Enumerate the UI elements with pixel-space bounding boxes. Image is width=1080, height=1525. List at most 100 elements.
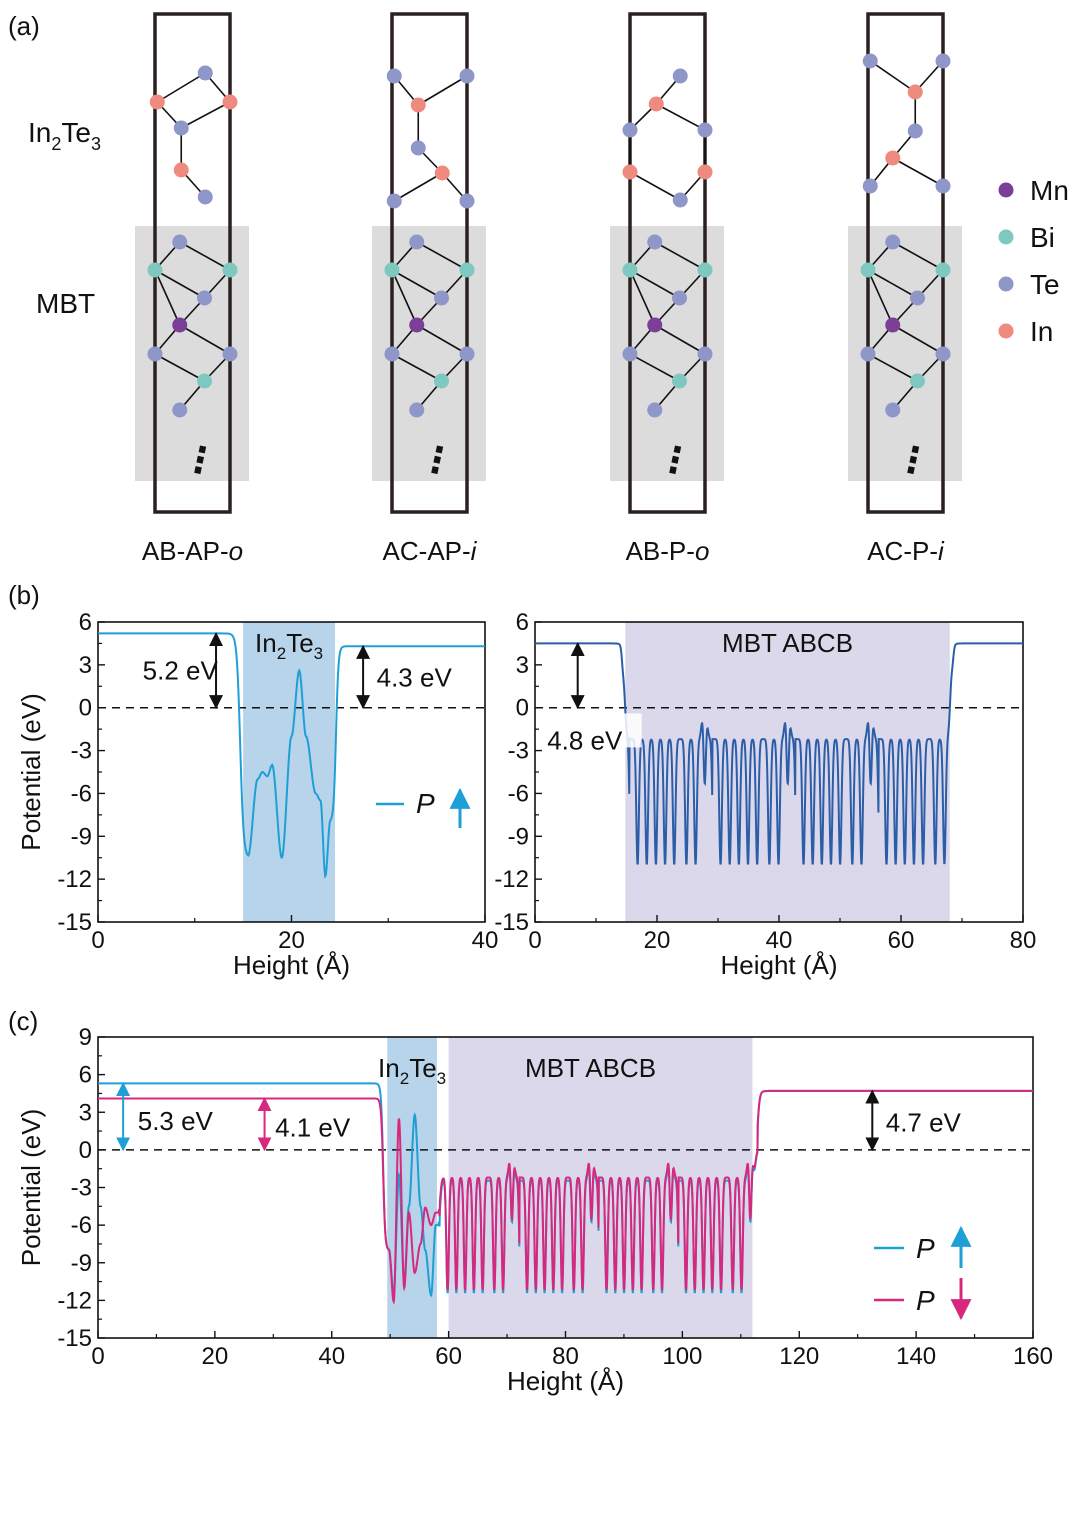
atom-te	[697, 346, 713, 362]
y-tick-label: -3	[71, 1175, 92, 1202]
work-function-label-p-up: 5.3 eV	[138, 1106, 214, 1136]
x-tick-label: 40	[318, 1343, 345, 1370]
atom-te	[172, 234, 188, 250]
mbt-bond	[654, 241, 706, 271]
atom-bi	[860, 262, 876, 278]
mbt-bond	[867, 353, 918, 382]
x-tick-label: 160	[1013, 1343, 1053, 1370]
atom-te	[172, 402, 188, 418]
x-tick-label: 120	[779, 1343, 819, 1370]
y-tick-label: -6	[71, 1212, 92, 1239]
y-tick-label: -12	[57, 1287, 92, 1314]
mbt-bond	[154, 269, 205, 299]
y-axis-label: Potential (eV)	[16, 693, 46, 851]
potential-line-mbt	[535, 642, 1023, 865]
atom-bi	[222, 262, 238, 278]
atom-te	[384, 346, 400, 362]
atom-in	[697, 164, 713, 180]
x-axis-label: Height (Å)	[720, 950, 837, 980]
atom-te	[409, 234, 425, 250]
panel-b-label: (b)	[8, 580, 40, 610]
x-tick-label: 40	[472, 927, 499, 954]
atom-in	[434, 165, 450, 181]
mbt-bond	[179, 324, 231, 355]
y-tick-label: 3	[79, 1099, 92, 1126]
atom-te	[459, 193, 475, 209]
x-axis-label: Height (Å)	[507, 1366, 624, 1396]
y-tick-label: -15	[494, 909, 529, 936]
mbt-bond	[629, 269, 656, 326]
in2te3-bond	[655, 103, 706, 131]
atom-in	[149, 94, 165, 110]
atom-te	[622, 346, 638, 362]
x-tick-label: 60	[435, 1343, 462, 1370]
atom-te	[885, 234, 901, 250]
structure-diagrams: ⋮AB-AP-o⋮AC-AP-i⋮AB-P-o⋮AC-P-i	[135, 12, 962, 566]
legend-label-in: In	[1030, 316, 1053, 347]
atom-in	[885, 150, 901, 166]
y-tick-label: -3	[71, 738, 92, 765]
y-tick-label: -9	[71, 1250, 92, 1277]
legend-label-mn: Mn	[1030, 175, 1069, 206]
atom-te	[647, 234, 663, 250]
y-tick-label: 3	[516, 652, 529, 679]
mbt-bond	[154, 269, 181, 326]
legend-swatch-mn	[998, 182, 1014, 198]
panel-c-label: (c)	[8, 1006, 38, 1036]
structure-4: ⋮AC-P-i	[848, 12, 962, 566]
atom-bi	[459, 262, 475, 278]
in2te3-bond	[417, 75, 468, 106]
ellipsis: ⋮	[653, 436, 697, 484]
atom-te	[222, 346, 238, 362]
region-label-in2te3: In2Te3	[255, 628, 323, 663]
legend-label-p-up: P	[416, 788, 435, 819]
ellipsis: ⋮	[178, 436, 222, 484]
in2te3-bond	[629, 171, 681, 201]
structure-label: AC-AP-i	[383, 536, 478, 566]
work-function-label: 5.2 eV	[143, 656, 219, 686]
atom-in	[173, 162, 189, 178]
atom-bi	[197, 373, 212, 389]
in2te3-bond	[393, 172, 443, 202]
atom-te	[907, 123, 923, 139]
layer-label-in2te3: In2Te3	[28, 117, 101, 154]
atom-te	[910, 290, 925, 306]
panel-a: (a) In2Te3 MBT ⋮AB-AP-o⋮AC-AP-i⋮AB-P-o⋮A…	[8, 11, 1069, 566]
y-axis-label: Potential (eV)	[16, 1109, 46, 1267]
y-tick-label: 6	[79, 609, 92, 636]
in2te3-bond	[869, 60, 916, 93]
mbt-bond	[391, 269, 442, 299]
in2te3-bond	[156, 72, 206, 103]
structure-1: ⋮AB-AP-o	[135, 12, 249, 566]
mbt-bond	[391, 269, 418, 326]
work-function-label: 4.8 eV	[547, 726, 623, 756]
atom-te	[459, 346, 475, 362]
atom-bi	[384, 262, 400, 278]
atom-in	[622, 164, 638, 180]
x-tick-label: 20	[278, 927, 305, 954]
x-tick-label: 60	[888, 927, 915, 954]
y-tick-label: -3	[508, 738, 529, 765]
mbt-bond	[391, 353, 442, 382]
atom-mn	[647, 317, 663, 333]
atom-in	[648, 96, 664, 112]
x-tick-label: 0	[528, 927, 541, 954]
x-tick-label: 80	[552, 1343, 579, 1370]
region-label-mbt: MBT ABCB	[525, 1053, 656, 1083]
label-backdrop	[544, 713, 642, 748]
y-tick-label: -9	[508, 823, 529, 850]
atom-bi	[147, 262, 163, 278]
atom-in	[410, 97, 426, 113]
y-tick-label: 3	[79, 652, 92, 679]
y-tick-label: -9	[71, 823, 92, 850]
structure-label: AB-P-o	[626, 536, 710, 566]
x-tick-label: 80	[1010, 927, 1037, 954]
y-tick-label: 0	[516, 695, 529, 722]
atom-bi	[697, 262, 713, 278]
atom-mn	[172, 317, 188, 333]
y-tick-label: -12	[494, 866, 529, 893]
y-tick-label: -15	[57, 1325, 92, 1352]
y-tick-label: 0	[79, 1137, 92, 1164]
